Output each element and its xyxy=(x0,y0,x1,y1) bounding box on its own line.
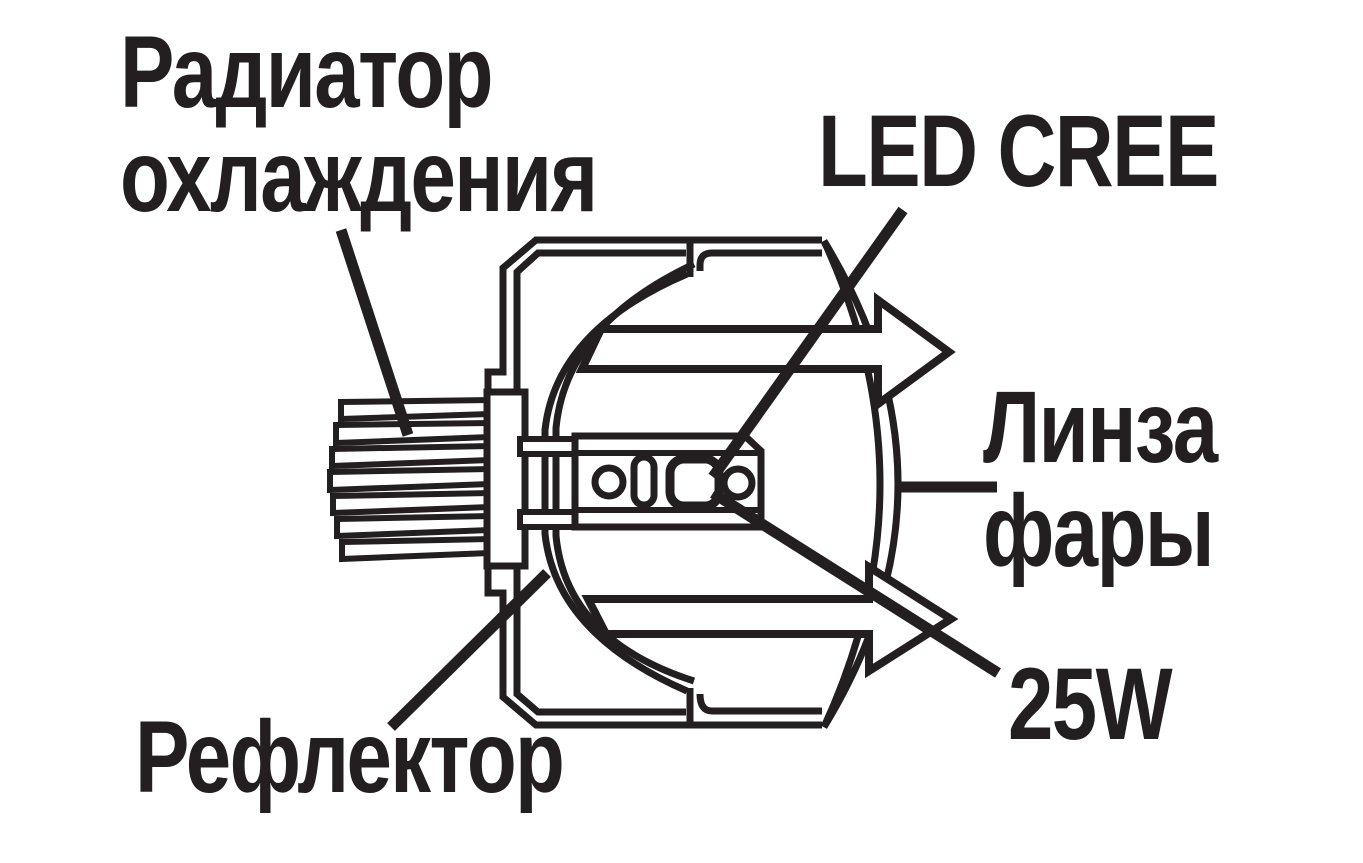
leader-lines xyxy=(335,206,1001,731)
label-radiator-line1: Радиатор xyxy=(120,15,493,129)
leader-led xyxy=(708,206,908,481)
heatsink-fin xyxy=(329,442,493,470)
reflector-bowl xyxy=(541,260,696,695)
bracket-hole-left-icon xyxy=(591,464,627,500)
led-bracket xyxy=(517,432,765,531)
led-chip xyxy=(665,454,724,511)
reflector-inner-arc xyxy=(552,260,696,685)
label-radiator-line2: охлаждения xyxy=(120,119,598,233)
leader-power xyxy=(710,488,1001,678)
light-arrow-top-icon xyxy=(575,292,956,412)
label-lens-line2: фары xyxy=(983,474,1215,588)
heatsink-mount-plate xyxy=(483,388,529,570)
label-led-cree: LED CREE xyxy=(818,94,1219,208)
bracket-slot-icon xyxy=(630,453,658,509)
label-radiator: Радиатор охлаждения xyxy=(120,15,598,233)
heatsink-fin xyxy=(339,535,493,563)
led-bracket-stem-bottom xyxy=(517,509,581,530)
heatsink-fin xyxy=(338,396,493,423)
heatsink-fin xyxy=(327,465,493,494)
label-reflector: Рефлектор xyxy=(135,700,565,814)
label-lens: Линза фары xyxy=(983,370,1218,588)
bracket-hole-right-icon xyxy=(720,465,756,501)
heatsink-fin xyxy=(334,512,493,540)
leader-radiator xyxy=(335,228,414,437)
label-lens-line1: Линза xyxy=(983,370,1218,484)
label-power-25w: 25W xyxy=(1008,647,1173,761)
leader-reflector xyxy=(387,569,551,731)
led-bracket-stem-top xyxy=(517,436,581,457)
heatsink-fin xyxy=(330,489,493,517)
